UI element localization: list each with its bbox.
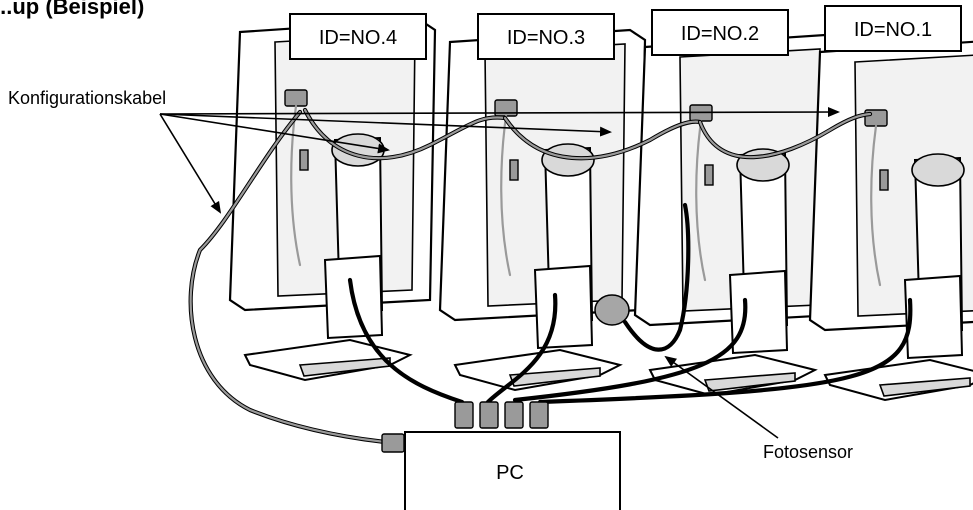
id-box-2: ID=NO.2: [651, 9, 789, 56]
title-fragment: ...up (Beispiel): [0, 0, 144, 19]
id-box-3: ID=NO.3: [477, 13, 615, 60]
monitor-1: [808, 38, 973, 402]
pc-box: PC: [404, 431, 621, 510]
config-cable-label: Konfigurationskabel: [8, 88, 166, 108]
id-label-3: ID=NO.3: [507, 27, 585, 49]
photosensor-label: Fotosensor: [763, 442, 853, 462]
config-cable-pointers: [159, 107, 840, 214]
id-label-1: ID=NO.1: [854, 19, 932, 41]
video-cables: [347, 277, 913, 429]
photosensor: [594, 202, 691, 352]
id-box-1: ID=NO.1: [824, 5, 962, 52]
monitor-3: [438, 28, 647, 392]
id-box-4: ID=NO.4: [289, 13, 427, 60]
photosensor-pointer: [664, 355, 779, 439]
pc-label: PC: [496, 462, 524, 484]
id-label-4: ID=NO.4: [319, 27, 397, 49]
monitor-4: [228, 18, 437, 382]
id-label-2: ID=NO.2: [681, 23, 759, 45]
